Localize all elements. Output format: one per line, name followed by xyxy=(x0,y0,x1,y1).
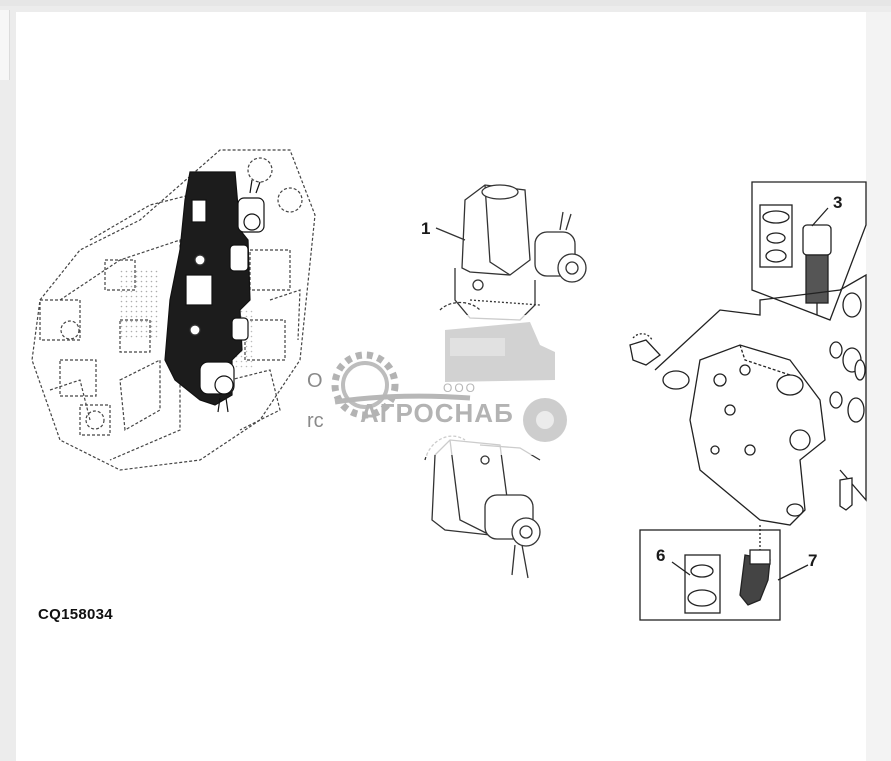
top-bar xyxy=(0,0,891,6)
callout-6: 6 xyxy=(656,546,665,565)
callout-7: 7 xyxy=(808,551,817,570)
watermark-brand: АГРОСНАБ xyxy=(360,398,514,428)
figure-id-label: CQ158034 xyxy=(38,606,113,623)
solenoid-icon xyxy=(424,184,587,579)
right-scroll-strip xyxy=(866,12,891,761)
valve-assembly-icon xyxy=(31,149,316,471)
left-panel-tab xyxy=(0,10,10,80)
gear-logo-icon xyxy=(331,351,399,419)
callout-1: 1 xyxy=(421,219,430,238)
stray-text-o: O xyxy=(307,370,323,392)
stray-text-rc: rc xyxy=(307,410,324,432)
callout-3: 3 xyxy=(833,193,842,212)
cartridge-valve-icon xyxy=(629,181,867,621)
watermark-prefix: ООО xyxy=(443,381,477,395)
watermark: ООО АГРОСНАБ xyxy=(331,315,580,455)
